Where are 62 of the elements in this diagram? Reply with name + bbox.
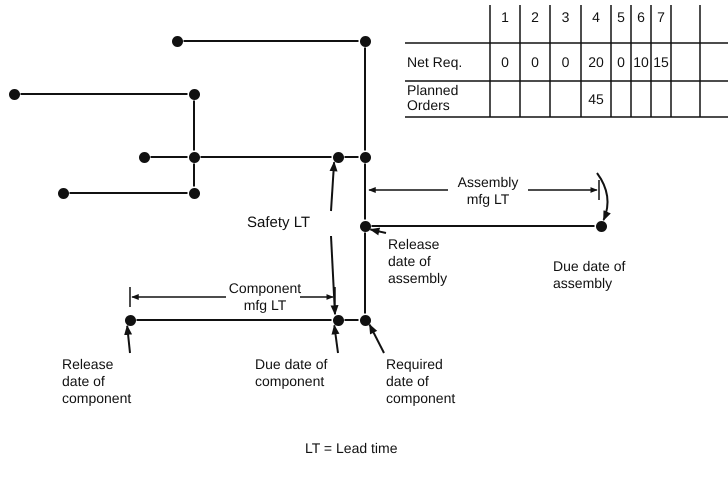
timeline-dot <box>332 314 344 326</box>
callout-text: Safety LT <box>247 214 329 231</box>
timeline-dot <box>138 152 150 162</box>
arrow <box>330 236 339 316</box>
arrow <box>124 324 132 354</box>
footnote: LT = Lead time <box>305 440 398 457</box>
connector-line <box>364 48 366 150</box>
connector-line <box>193 164 195 186</box>
timeline-dot <box>188 152 200 162</box>
connector-line <box>70 192 188 194</box>
timeline-dot <box>596 220 606 232</box>
callout-text: Due date of assembly <box>553 258 626 292</box>
callout-text: Release date of assembly <box>388 236 454 287</box>
connector-line <box>344 156 358 158</box>
row-header: Net Req. <box>407 54 464 71</box>
connector-line <box>200 156 332 158</box>
timeline-dot <box>172 36 182 46</box>
table-value: 0 <box>530 54 540 71</box>
curved-arrow <box>596 172 611 221</box>
connector-line <box>364 232 366 314</box>
period-number: 3 <box>560 9 570 26</box>
arrow <box>330 161 338 212</box>
timeline-dot <box>188 188 200 198</box>
arrow <box>368 324 385 354</box>
connector-line <box>150 156 188 158</box>
connector-line <box>372 225 594 227</box>
table-value: 45 <box>587 91 605 108</box>
table-value: 0 <box>616 54 626 71</box>
table-value: 15 <box>652 54 670 71</box>
timeline-dot <box>332 152 344 162</box>
table-value: 0 <box>500 54 510 71</box>
timeline-dot <box>8 88 20 100</box>
timeline-dot <box>360 314 370 326</box>
dimension-label: Component mfg LT <box>228 280 302 314</box>
connector-line <box>20 93 188 95</box>
callout-text: Release date of component <box>62 356 138 407</box>
arrow <box>370 228 386 236</box>
row-header: Planned Orders <box>407 83 460 113</box>
timeline-dot <box>360 36 370 46</box>
timeline-dot <box>360 152 370 162</box>
period-number: 5 <box>616 9 626 26</box>
timeline-dot <box>360 220 370 232</box>
period-number: 6 <box>636 9 646 26</box>
callout-text: Due date of component <box>255 356 347 390</box>
period-number: 4 <box>591 9 601 26</box>
timeline-dot <box>188 88 200 100</box>
connector-line <box>344 319 358 321</box>
table-value: 10 <box>632 54 650 71</box>
table-value: 20 <box>587 54 605 71</box>
timeline-dot <box>58 188 68 198</box>
connector-line <box>364 164 366 220</box>
period-number: 2 <box>530 9 540 26</box>
period-number: 1 <box>500 9 510 26</box>
dimension-label: Assembly mfg LT <box>456 174 520 208</box>
timeline-dot <box>124 314 136 326</box>
connector-line <box>193 100 195 150</box>
callout-text: Required date of component <box>386 356 466 407</box>
period-number: 7 <box>656 9 666 26</box>
connector-line <box>136 319 332 321</box>
table-value: 0 <box>560 54 570 71</box>
connector-line <box>184 40 358 42</box>
arrow <box>332 324 340 354</box>
